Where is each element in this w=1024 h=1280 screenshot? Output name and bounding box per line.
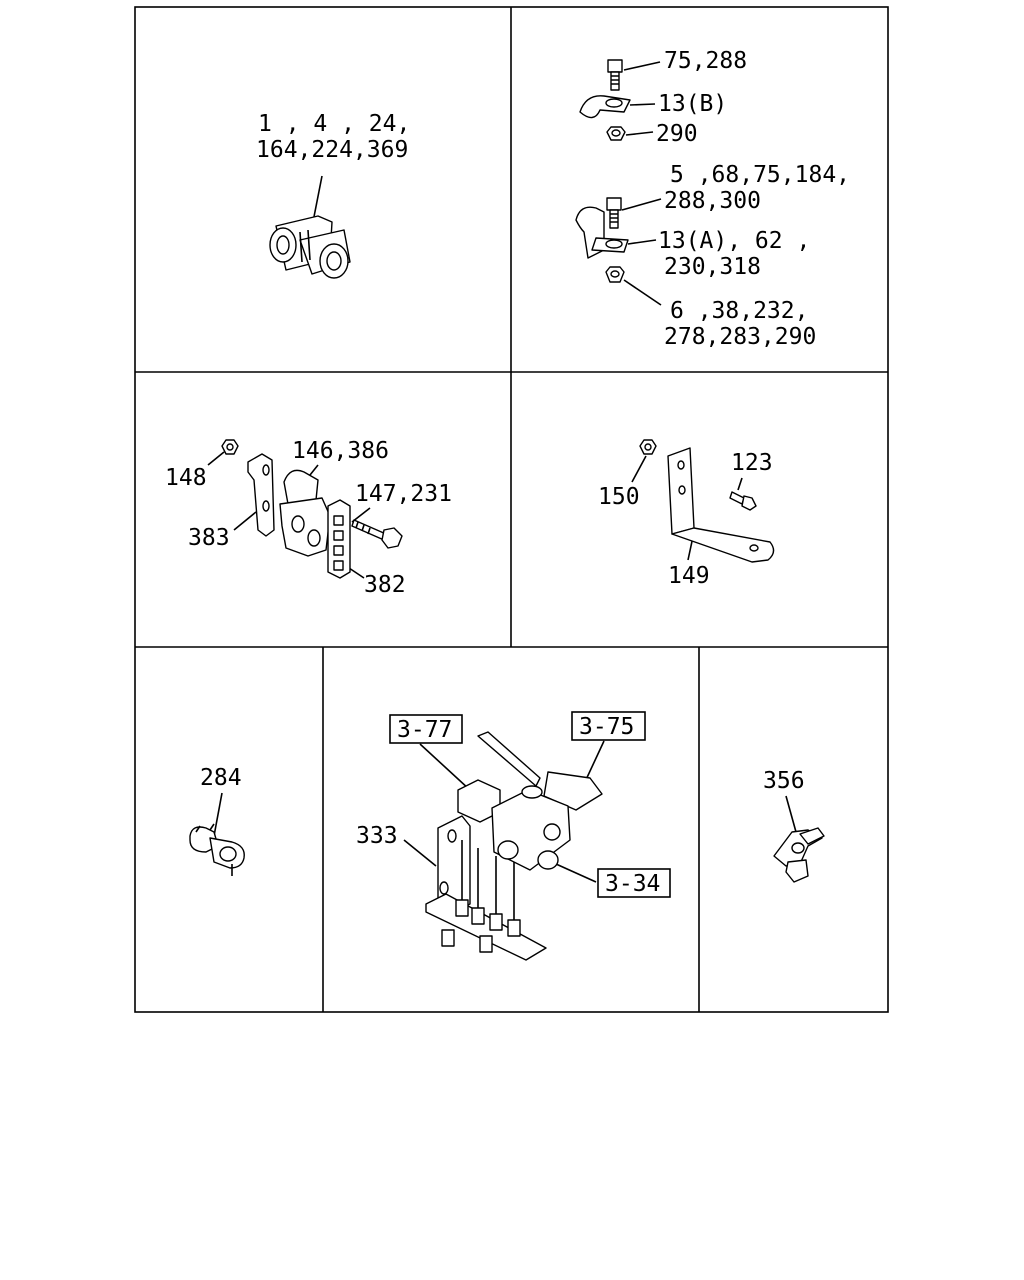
bolt-a-part — [606, 197, 622, 229]
panel-clamp-b: 75,288 13(B) 290 — [579, 48, 747, 147]
bracket-149-part — [667, 447, 775, 563]
ref-box-3-34 — [597, 868, 671, 898]
label-clamp-double-line2: 164,224,369 — [256, 137, 408, 163]
clip-b-part — [579, 95, 631, 119]
panel-valve-assembly: 3-77 3-75 3-34 333 — [356, 711, 671, 961]
label-valve-bracket: 333 — [356, 823, 398, 849]
diagram-frame — [134, 6, 889, 1013]
label-bracket-bolt: 123 — [731, 450, 773, 476]
label-clamp-double-line1: 1 , 4 , 24, — [258, 111, 410, 137]
label-holder-bolt: 147,231 — [355, 481, 452, 507]
label-holder-nut: 148 — [165, 465, 207, 491]
label-bracket-body: 149 — [668, 563, 710, 589]
panel-clip-356: 356 — [763, 768, 825, 883]
panel-clip-284: 284 — [189, 765, 245, 876]
label-clamp-b-bolt: 75,288 — [664, 48, 747, 74]
bolt-part — [607, 59, 623, 91]
nut-150-part — [639, 439, 657, 455]
label-clamp-a-nut-line2: 278,283,290 — [664, 324, 816, 350]
clip-284-part — [189, 823, 245, 876]
bolt-123-part — [729, 491, 757, 511]
label-clip-356: 356 — [763, 768, 805, 794]
ref-box-3-75 — [571, 711, 646, 741]
plate-382-part — [327, 499, 351, 579]
panel-clamp-double: 1 , 4 , 24, 164,224,369 — [256, 111, 410, 279]
label-clamp-a-clip-line2: 230,318 — [664, 254, 761, 280]
label-clip-284: 284 — [200, 765, 242, 791]
label-clamp-a-clip-line1: 13(A), 62 , — [658, 228, 810, 254]
label-clamp-b-clip: 13(B) — [658, 91, 727, 117]
panel-angle-bracket: 150 123 149 — [598, 439, 775, 589]
label-bracket-nut: 150 — [598, 484, 640, 510]
clip-356-part — [773, 827, 825, 883]
panel-clamp-a: 5 ,68,75,184, 288,300 13(A), 62 , 230,31… — [575, 162, 850, 350]
label-holder-bracket: 383 — [188, 525, 230, 551]
double-clamp-part — [269, 215, 351, 279]
label-holder-body: 146,386 — [292, 438, 389, 464]
panel-pipe-holder: 148 383 146,386 147,231 382 — [165, 438, 452, 598]
label-clamp-a-nut-line1: 6 ,38,232, — [670, 298, 808, 324]
label-clamp-b-nut: 290 — [656, 121, 698, 147]
label-ref-3-77: 3-77 — [397, 717, 452, 743]
label-holder-plate: 382 — [364, 572, 406, 598]
bracket-383-part — [247, 453, 275, 537]
nut-a-part — [605, 266, 625, 283]
bolt-147-part — [351, 519, 403, 549]
clip-a-part — [575, 206, 629, 259]
label-ref-3-34: 3-34 — [605, 871, 660, 897]
holder-146-part — [279, 469, 331, 557]
nut-148-part — [221, 439, 239, 455]
ref-box-3-77 — [389, 714, 463, 744]
label-clamp-a-bolt-line1: 5 ,68,75,184, — [670, 162, 850, 188]
label-ref-3-75: 3-75 — [579, 714, 634, 740]
valve-assembly-part — [425, 731, 603, 961]
nut-part — [606, 126, 626, 141]
label-clamp-a-bolt-line2: 288,300 — [664, 188, 761, 214]
